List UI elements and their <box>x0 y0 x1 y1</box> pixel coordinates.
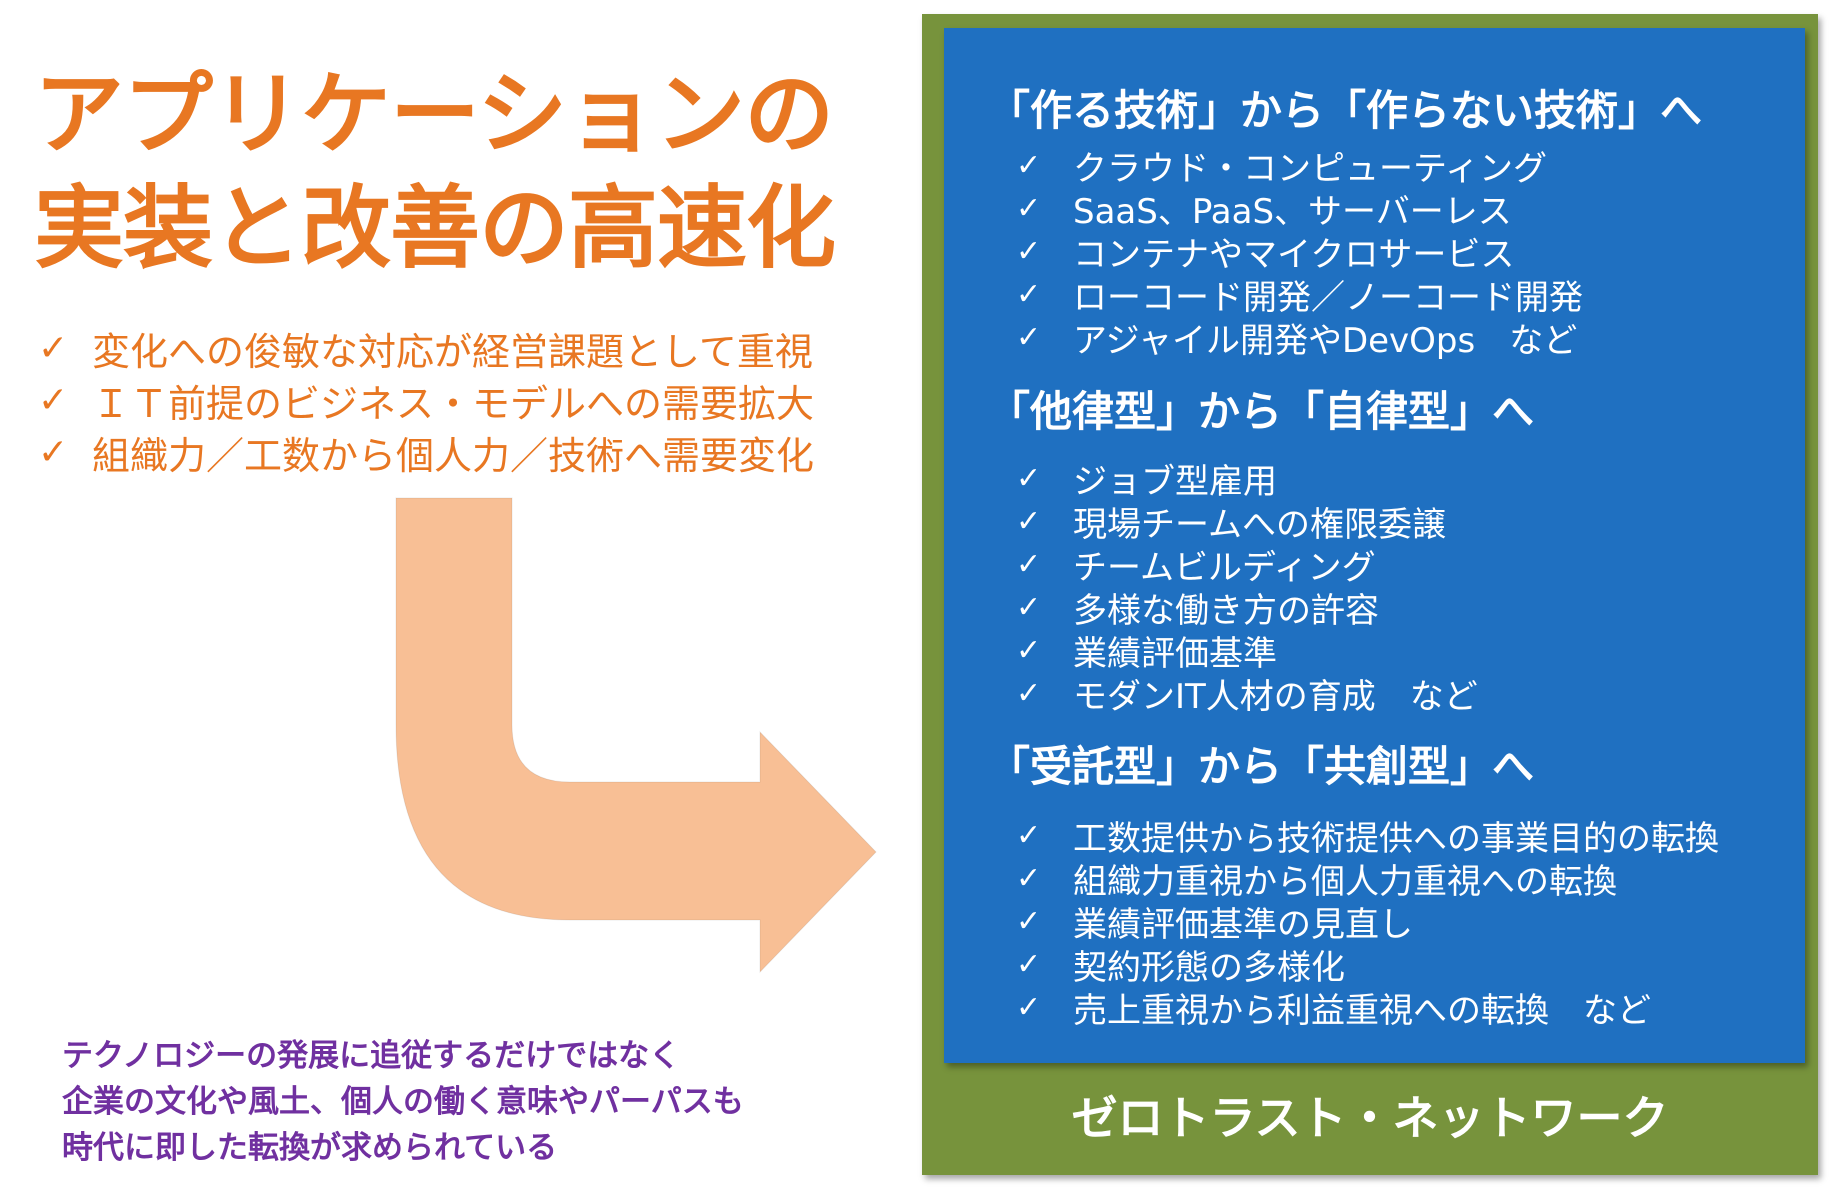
section-item-text: 業績評価基準の見直し <box>1073 905 1413 945</box>
main-title-line-2: 実装と改善の高速化 <box>34 176 836 281</box>
section-item-text: 業績評価基準 <box>1073 634 1277 674</box>
check-icon: ✓ <box>1016 320 1042 355</box>
section-item-text: モダンIT人材の育成 など <box>1073 677 1478 717</box>
section-item-text: 売上重視から利益重視への転換 など <box>1073 991 1651 1031</box>
check-icon: ✓ <box>1016 990 1042 1025</box>
check-icon: ✓ <box>1016 861 1042 896</box>
bottom-note-line-1: テクノロジーの発展に追従するだけではなく <box>62 1038 681 1074</box>
section-list-item: ✓ アジャイル開発やDevOps など <box>1016 316 1583 361</box>
bottom-note: テクノロジーの発展に追従するだけではなく 企業の文化や風土、個人の働く意味やパー… <box>62 1033 744 1171</box>
check-icon: ✓ <box>1016 148 1042 183</box>
section-item-text: チームビルディング <box>1073 548 1376 588</box>
section-list-item: ✓ 業績評価基準の見直し <box>1016 900 1719 945</box>
zero-trust-frame: 「作る技術」から「作らない技術」へ ✓ クラウド・コンピューティング ✓ SaaS、… <box>922 14 1818 1175</box>
left-list-item: ✓ ＩＴ前提のビジネス・モデルへの需要拡大 <box>38 374 814 426</box>
section-item-text: ローコード開発／ノーコード開発 <box>1073 278 1583 318</box>
section-item-text: クラウド・コンピューティング <box>1073 149 1547 189</box>
check-icon: ✓ <box>38 327 69 369</box>
section-list-item: ✓ SaaS、PaaS、サーバーレス <box>1016 187 1583 232</box>
section-list-item: ✓ ジョブ型雇用 <box>1016 457 1478 502</box>
section-heading-co-creation: 「受託型」から「共創型」へ <box>988 742 1535 791</box>
section-item-text: コンテナやマイクロサービス <box>1073 235 1515 275</box>
section-list-item: ✓ チームビルディング <box>1016 543 1478 588</box>
check-icon: ✓ <box>1016 633 1042 668</box>
curved-arrow-shape <box>395 497 877 974</box>
left-list-item-text: ＩＴ前提のビジネス・モデルへの需要拡大 <box>92 381 815 426</box>
section-list-make-technology: ✓ クラウド・コンピューティング ✓ SaaS、PaaS、サーバーレス ✓ コンテナや… <box>1016 144 1583 361</box>
bottom-note-line-2: 企業の文化や風土、個人の働く意味やパーパスも <box>62 1084 744 1120</box>
check-icon: ✓ <box>1016 191 1042 226</box>
bottom-note-line-3: 時代に即した転換が求められている <box>62 1130 558 1166</box>
check-icon: ✓ <box>1016 504 1042 539</box>
section-list-item: ✓ 契約形態の多様化 <box>1016 943 1719 988</box>
main-title: アプリケーションの 実装と改善の高速化 <box>34 58 894 286</box>
section-heading-make-technology: 「作る技術」から「作らない技術」へ <box>988 86 1703 135</box>
section-item-text: 契約形態の多様化 <box>1073 948 1345 988</box>
main-title-line-1: アプリケーションの <box>34 62 834 167</box>
section-list-co-creation: ✓ 工数提供から技術提供への事業目的の転換 ✓ 組織力重視から個人力重視への転換 ✓… <box>1016 814 1719 1031</box>
check-icon: ✓ <box>1016 277 1042 312</box>
section-item-text: 組織力重視から個人力重視への転換 <box>1073 862 1617 902</box>
section-list-item: ✓ 工数提供から技術提供への事業目的の転換 <box>1016 814 1719 859</box>
section-item-text: SaaS、PaaS、サーバーレス <box>1073 192 1512 232</box>
zero-trust-label: ゼロトラスト・ネットワーク <box>1071 1091 1669 1145</box>
check-icon: ✓ <box>38 379 69 421</box>
check-icon: ✓ <box>1016 547 1042 582</box>
section-list-item: ✓ 業績評価基準 <box>1016 629 1478 674</box>
section-item-text: 多様な働き方の許容 <box>1073 591 1379 631</box>
section-list-item: ✓ 売上重視から利益重視への転換 など <box>1016 986 1719 1031</box>
left-list-item: ✓ 変化への俊敏な対応が経営課題として重視 <box>38 322 814 374</box>
check-icon: ✓ <box>38 431 69 473</box>
section-list-item: ✓ 組織力重視から個人力重視への転換 <box>1016 857 1719 902</box>
check-icon: ✓ <box>1016 590 1042 625</box>
check-icon: ✓ <box>1016 234 1042 269</box>
check-icon: ✓ <box>1016 461 1042 496</box>
section-list-item: ✓ クラウド・コンピューティング <box>1016 144 1583 189</box>
section-item-text: 工数提供から技術提供への事業目的の転換 <box>1073 819 1719 859</box>
section-list-item: ✓ コンテナやマイクロサービス <box>1016 230 1583 275</box>
section-list-item: ✓ 多様な働き方の許容 <box>1016 586 1478 631</box>
left-list-item-text: 変化への俊敏な対応が経営課題として重視 <box>92 329 813 374</box>
section-list-autonomous: ✓ ジョブ型雇用 ✓ 現場チームへの権限委譲 ✓ チームビルディング ✓ 多様な働き方の… <box>1016 457 1478 717</box>
section-heading-autonomous: 「他律型」から「自律型」へ <box>988 387 1535 436</box>
section-item-text: ジョブ型雇用 <box>1073 462 1277 502</box>
check-icon: ✓ <box>1016 818 1042 853</box>
transformation-panel: 「作る技術」から「作らない技術」へ ✓ クラウド・コンピューティング ✓ SaaS、… <box>944 28 1805 1063</box>
check-icon: ✓ <box>1016 676 1042 711</box>
section-list-item: ✓ 現場チームへの権限委譲 <box>1016 500 1478 545</box>
curved-arrow-icon <box>395 497 877 974</box>
section-list-item: ✓ ローコード開発／ノーコード開発 <box>1016 273 1583 318</box>
check-icon: ✓ <box>1016 947 1042 982</box>
section-list-item: ✓ モダンIT人材の育成 など <box>1016 672 1478 717</box>
section-item-text: 現場チームへの権限委譲 <box>1073 505 1446 545</box>
left-list-item: ✓ 組織力／工数から個人力／技術へ需要変化 <box>38 426 814 478</box>
left-bullet-list: ✓ 変化への俊敏な対応が経営課題として重視 ✓ ＩＴ前提のビジネス・モデルへの需… <box>38 322 814 478</box>
left-list-item-text: 組織力／工数から個人力／技術へ需要変化 <box>92 433 815 478</box>
section-item-text: アジャイル開発やDevOps など <box>1073 321 1578 361</box>
check-icon: ✓ <box>1016 904 1042 939</box>
